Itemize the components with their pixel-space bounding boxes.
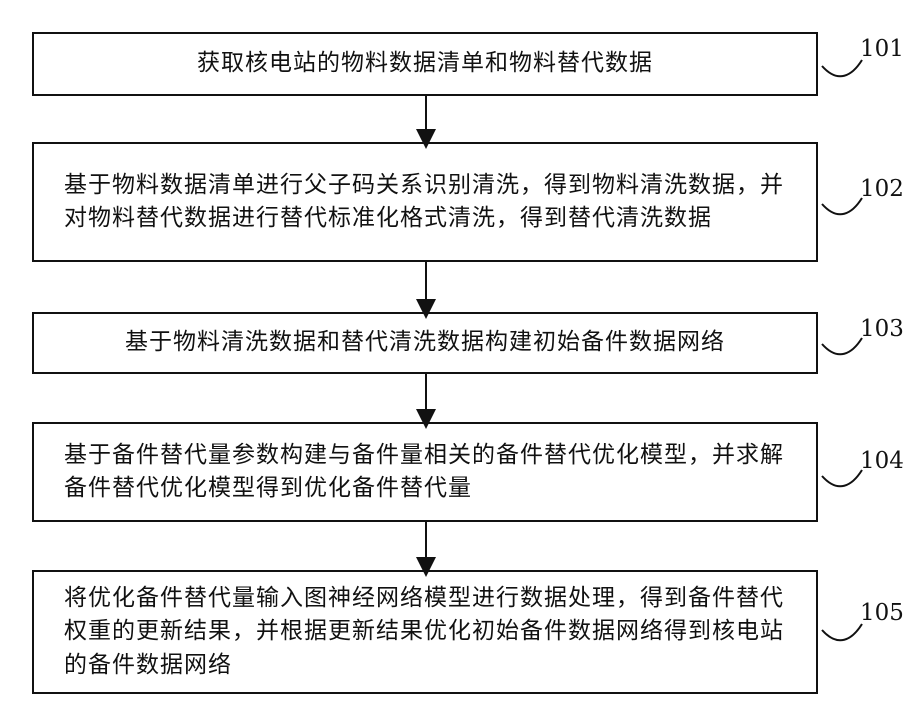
ref-label-101: 101 xyxy=(860,36,904,62)
ref-label-102: 102 xyxy=(860,176,904,202)
leader-102 xyxy=(822,198,862,214)
leader-103 xyxy=(822,338,862,354)
leader-105 xyxy=(822,624,862,640)
leader-101 xyxy=(822,60,862,76)
ref-label-104: 104 xyxy=(860,448,904,474)
leader-104 xyxy=(822,470,862,486)
ref-label-103: 103 xyxy=(860,316,904,342)
ref-label-105: 105 xyxy=(860,600,904,626)
